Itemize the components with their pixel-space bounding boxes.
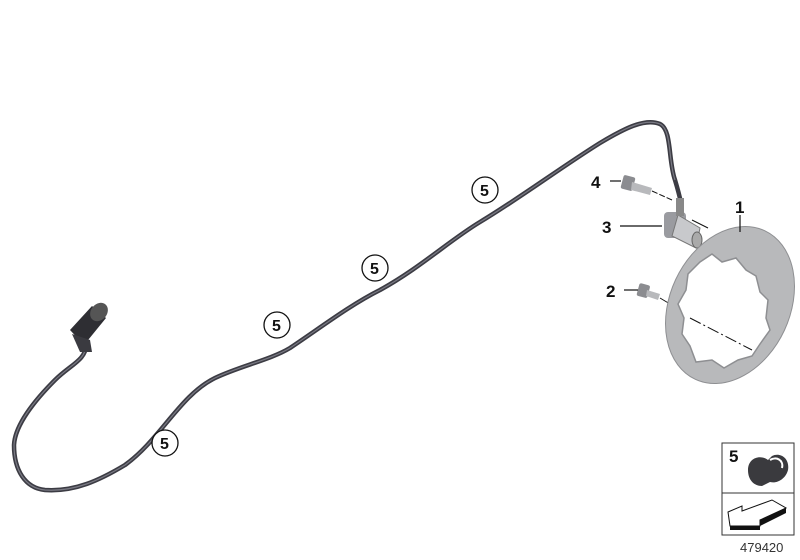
diagram-id: 479420 xyxy=(740,540,783,555)
arrow-icon xyxy=(727,499,788,530)
clip-label-5: 5 xyxy=(272,318,281,335)
part-label-2: 2 xyxy=(606,282,615,301)
clip-label-5: 5 xyxy=(370,261,379,278)
bolt-4 xyxy=(620,175,673,201)
clip-label-5: 5 xyxy=(160,436,169,453)
legend-number: 5 xyxy=(729,447,738,466)
legend-box: 5 479420 xyxy=(721,442,795,555)
rotor-ring xyxy=(665,225,795,385)
part-label-4: 4 xyxy=(591,173,601,192)
cable-clip-icon xyxy=(748,454,789,486)
clip-label-5: 5 xyxy=(480,183,489,200)
cable-connector xyxy=(70,302,108,352)
wheel-speed-sensor xyxy=(664,198,709,249)
part-label-1: 1 xyxy=(735,198,744,217)
part-label-3: 3 xyxy=(602,218,611,237)
sensor-cable xyxy=(11,120,684,493)
bolt-2 xyxy=(636,283,671,305)
